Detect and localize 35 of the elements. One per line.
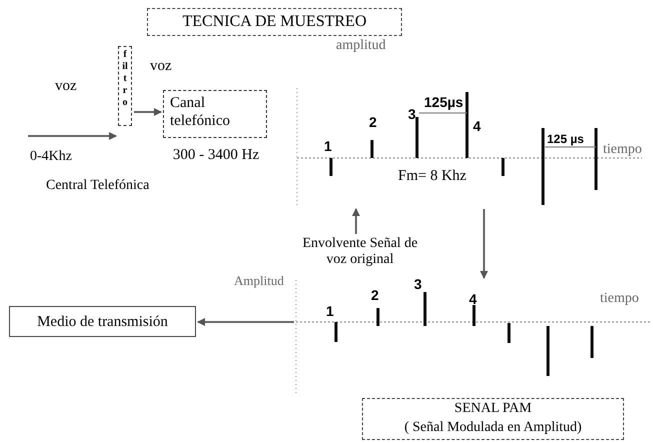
- sample-number: 2: [369, 114, 377, 130]
- title-box: TECNICA DE MUESTREO: [147, 8, 402, 36]
- time-interval-label: 125 µs: [547, 132, 584, 146]
- pulse-chart-drawing: [296, 88, 642, 206]
- frequency-label: Fm= 8 Khz: [398, 168, 466, 185]
- axis-label: amplitud: [336, 38, 386, 54]
- box-subtitle: ( Señal Modulada en Amplitud): [403, 419, 583, 437]
- box-heading: SENAL PAM: [453, 400, 533, 418]
- arrow: [480, 209, 488, 279]
- sample-number: 3: [408, 106, 416, 122]
- filter-box: filtro: [118, 46, 132, 126]
- channel-box: Canal telefónico: [163, 90, 267, 138]
- frequency-range-text: 300 - 3400 Hz: [172, 147, 260, 164]
- sample-number: 1: [326, 303, 334, 319]
- arrow: [352, 208, 360, 234]
- sample-number: 2: [371, 287, 379, 303]
- axis-label: tiempo: [600, 291, 639, 307]
- sample-number: 4: [473, 118, 481, 134]
- axis-label: tiempo: [603, 142, 642, 158]
- sample-number: 4: [469, 291, 477, 307]
- sample-number: 3: [414, 276, 422, 292]
- axis-label: Amplitud: [234, 273, 284, 288]
- envelope-text: Envolvente Señal de voz original: [300, 236, 420, 272]
- arrow: [197, 318, 294, 326]
- voz-label: voz: [55, 78, 77, 95]
- transmission-medium-box: Medio de transmisión: [9, 306, 196, 337]
- caption-text: Central Telefónica: [46, 178, 150, 194]
- voz-label: voz: [150, 58, 172, 75]
- pulse-chart-drawing: [296, 280, 652, 396]
- time-interval-label: 125µs: [424, 94, 464, 110]
- arrow: [28, 132, 117, 140]
- arrow: [134, 108, 162, 116]
- frequency-label: 0-4Khz: [30, 149, 72, 165]
- pam-signal-box: [362, 398, 624, 440]
- sample-number: 1: [324, 138, 332, 154]
